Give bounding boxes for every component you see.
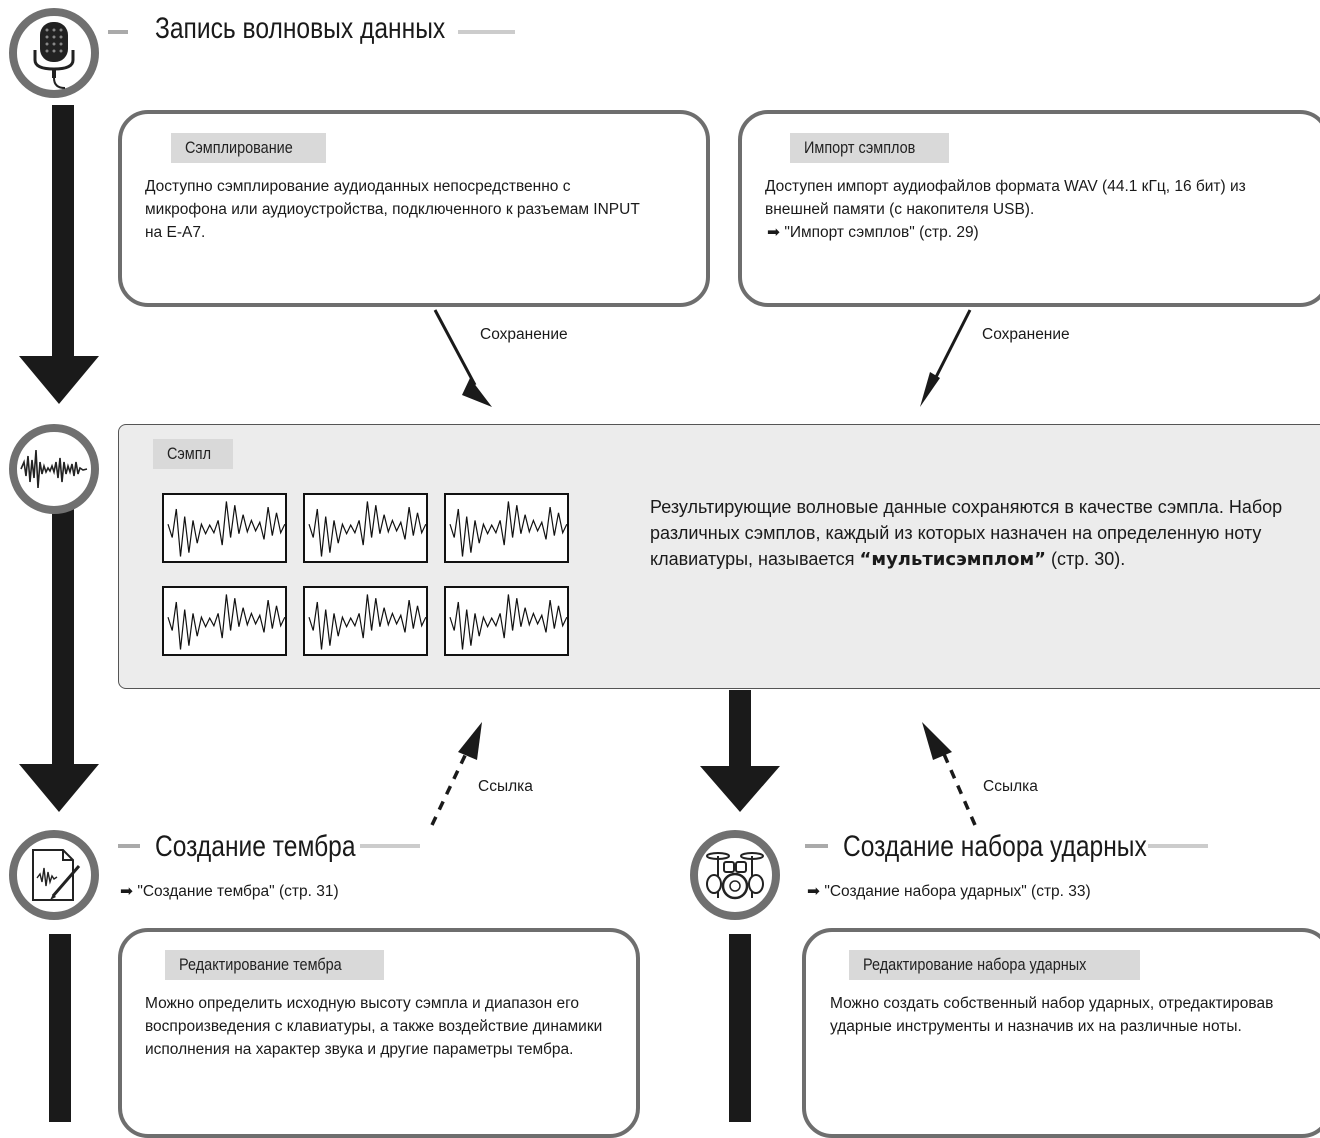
flow-arrowhead [700,766,780,812]
save-arrowhead [462,378,492,407]
sample-wave-box [303,493,428,563]
waveform-icon [308,594,427,650]
link-arrow-line [430,744,472,826]
flow-shaft [52,105,74,360]
waveform-icon [167,501,286,557]
heading-tone: Создание тембра [155,830,356,863]
sampling-text: Доступно сэмплирование аудиоданных непос… [145,178,640,241]
import-ref: ➡ "Импорт сэмплов" (стр. 29) [767,223,979,242]
import-text: Доступен импорт аудиофайлов формата WAV … [765,178,1246,218]
arrow-right-icon: ➡ [767,224,780,241]
sample-wave-box [444,493,569,563]
tone-tag-label: Редактирование тембра [179,955,342,974]
sample-icon-circle [9,424,99,514]
tone-ref: ➡ "Создание тембра" (стр. 31) [120,882,339,901]
sample-text-end: (стр. 30). [1046,549,1126,569]
sample-tag: Сэмпл [153,439,233,469]
waveform-line [308,594,427,650]
import-tag: Импорт сэмплов [790,133,950,163]
link-label-left: Ссылка [478,778,533,795]
waveform-line [167,594,286,650]
link-arrowhead [458,722,482,760]
waveform-icon [449,501,568,557]
waveform-line [449,501,568,557]
flow-shaft [49,934,71,1122]
tone-edit-icon [32,849,81,901]
flow-shaft [729,934,751,1122]
link-arrow-line [938,744,977,826]
link-label-right: Ссылка [983,778,1038,795]
waveform-icon [20,449,88,489]
drum-icon-circle [690,830,780,920]
sample-text-bold: “мультисэмплом” [859,549,1046,570]
tone-icon-circle [9,830,99,920]
waveform-icon [308,501,427,557]
drum-tag: Редактирование набора ударных [849,950,1140,980]
save-arrow-line [930,309,972,386]
import-tag-label: Импорт сэмплов [804,138,916,157]
waveform-icon [449,594,568,650]
flow-shaft [729,690,751,770]
flow-arrowhead [19,356,99,404]
microphone-icon [33,22,75,89]
heading-record: Запись волновых данных [155,12,446,45]
drum-kit-icon [706,852,764,900]
sample-description: Результирующие волновые данные сохраняют… [650,494,1310,573]
sample-wave-box [444,586,569,656]
heading-drum: Создание набора ударных [843,830,1147,863]
arrow-right-icon: ➡ [807,883,820,900]
drum-text: Можно создать собственный набор ударных,… [830,995,1274,1035]
sampling-tag: Сэмплирование [171,133,326,163]
drum-ref: ➡ "Создание набора ударных" (стр. 33) [807,882,1091,901]
tone-tag: Редактирование тембра [165,950,385,980]
waveform-icon [167,594,286,650]
flow-shaft [52,505,74,767]
save-arrow-line [433,309,477,386]
drum-ref-link[interactable]: "Создание набора ударных" (стр. 33) [824,883,1091,900]
waveform-line [449,594,568,650]
waveform-line [167,501,286,557]
sample-tag-label: Сэмпл [167,444,212,463]
import-ref-link[interactable]: "Импорт сэмплов" (стр. 29) [784,224,979,241]
sample-wave-box [162,586,287,656]
sampling-tag-label: Сэмплирование [185,138,293,157]
sample-text-main: Результирующие волновые данные сохраняют… [650,497,1283,569]
link-arrowhead [922,722,952,760]
tone-ref-link[interactable]: "Создание тембра" (стр. 31) [137,883,339,900]
arrow-right-icon: ➡ [120,883,133,900]
drum-tag-label: Редактирование набора ударных [863,955,1087,974]
save-arrowhead [920,372,940,407]
record-icon-circle [9,8,99,98]
waveform-line [308,501,427,557]
save-label-left: Сохранение [480,326,568,343]
save-label-right: Сохранение [982,326,1070,343]
sample-wave-box [162,493,287,563]
sample-wave-box [303,586,428,656]
tone-text: Можно определить исходную высоту сэмпла … [145,995,603,1058]
flow-arrowhead [19,764,99,812]
